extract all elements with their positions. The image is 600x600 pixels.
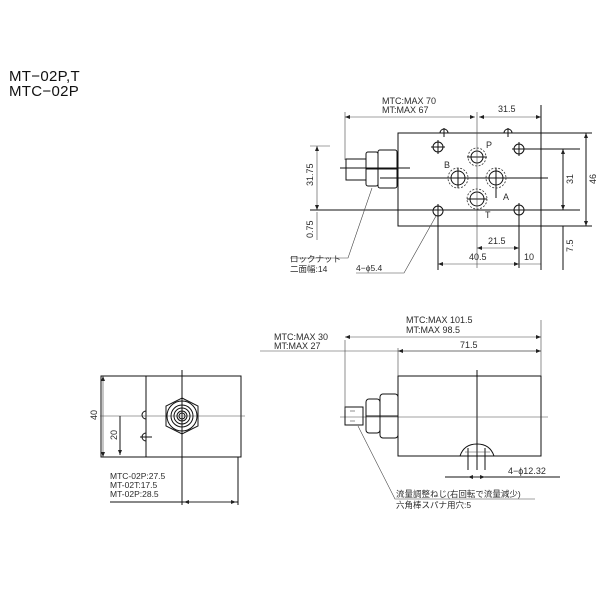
dim-top-overall-mt: MT:MAX 67 xyxy=(382,105,429,115)
dim-front-overall-mtc: MTC:MAX 101.5 xyxy=(406,315,473,325)
dim-front-overall-mt: MT:MAX 98.5 xyxy=(406,325,460,335)
note-mt-02p: MT-02P:28.5 xyxy=(110,489,159,499)
top-view: P B A T MTC:MAX 70 MT:MAX 67 31.5 31 46 xyxy=(290,96,598,274)
hex-wrench-note: 六角棒スパナ用穴:5 xyxy=(396,500,471,510)
locknut-width: 二面幅:14 xyxy=(290,264,328,274)
mount-hole-icon xyxy=(310,140,580,270)
dim-top-overall-mtc: MTC:MAX 70 xyxy=(382,96,436,106)
adjust-screw-note: 流量調整ねじ(右回転で流量減少) xyxy=(396,489,521,499)
side-view: 40 20 MTC-02P:27.5 MT-02T:17.5 MT-02P:28… xyxy=(89,370,245,505)
note-mt-02t: MT-02T:17.5 xyxy=(110,480,158,490)
dim-20: 20 xyxy=(109,430,119,440)
dim-0-75: 0.75 xyxy=(305,220,315,238)
port-t-label: T xyxy=(485,210,491,220)
valve-body-top xyxy=(397,132,542,227)
hex-nut-icon xyxy=(165,397,199,435)
dim-40: 40 xyxy=(89,410,99,420)
dim-10: 10 xyxy=(524,252,534,262)
port-b-label: B xyxy=(444,160,450,170)
dim-46: 46 xyxy=(588,174,598,184)
locknut-label: ロックナット xyxy=(290,254,341,264)
dim-71-5: 71.5 xyxy=(460,340,478,350)
dim-31-5: 31.5 xyxy=(498,104,516,114)
title-line-2: MTC−02P xyxy=(9,83,79,100)
model-title: MT−02P,T MTC−02P xyxy=(9,68,80,100)
adjust-screw-top xyxy=(340,149,410,189)
dim-left-mt: MT:MAX 27 xyxy=(274,341,321,351)
dim-21-5: 21.5 xyxy=(488,236,506,246)
adjust-screw-front xyxy=(344,393,399,439)
port-pattern: P B A T xyxy=(380,112,548,268)
dim-left-mtc: MTC:MAX 30 xyxy=(274,332,328,342)
mount-holes-label: 4−ϕ5.4 xyxy=(356,263,383,273)
oring-holes-label: 4−ϕ12.32 xyxy=(508,466,546,476)
dim-31: 31 xyxy=(565,174,575,184)
front-view: MTC:MAX 101.5 MT:MAX 98.5 MTC:MAX 30 MT:… xyxy=(260,315,560,510)
note-mtc-02p: MTC-02P:27.5 xyxy=(110,471,166,481)
title-line-1: MT−02P,T xyxy=(9,68,80,85)
dim-31-75: 31.75 xyxy=(305,163,315,186)
dim-40-5: 40.5 xyxy=(469,252,487,262)
port-a-label: A xyxy=(503,192,509,202)
port-p-label: P xyxy=(486,140,492,150)
valve-body-front xyxy=(397,375,542,457)
dim-7-5: 7.5 xyxy=(565,239,575,252)
